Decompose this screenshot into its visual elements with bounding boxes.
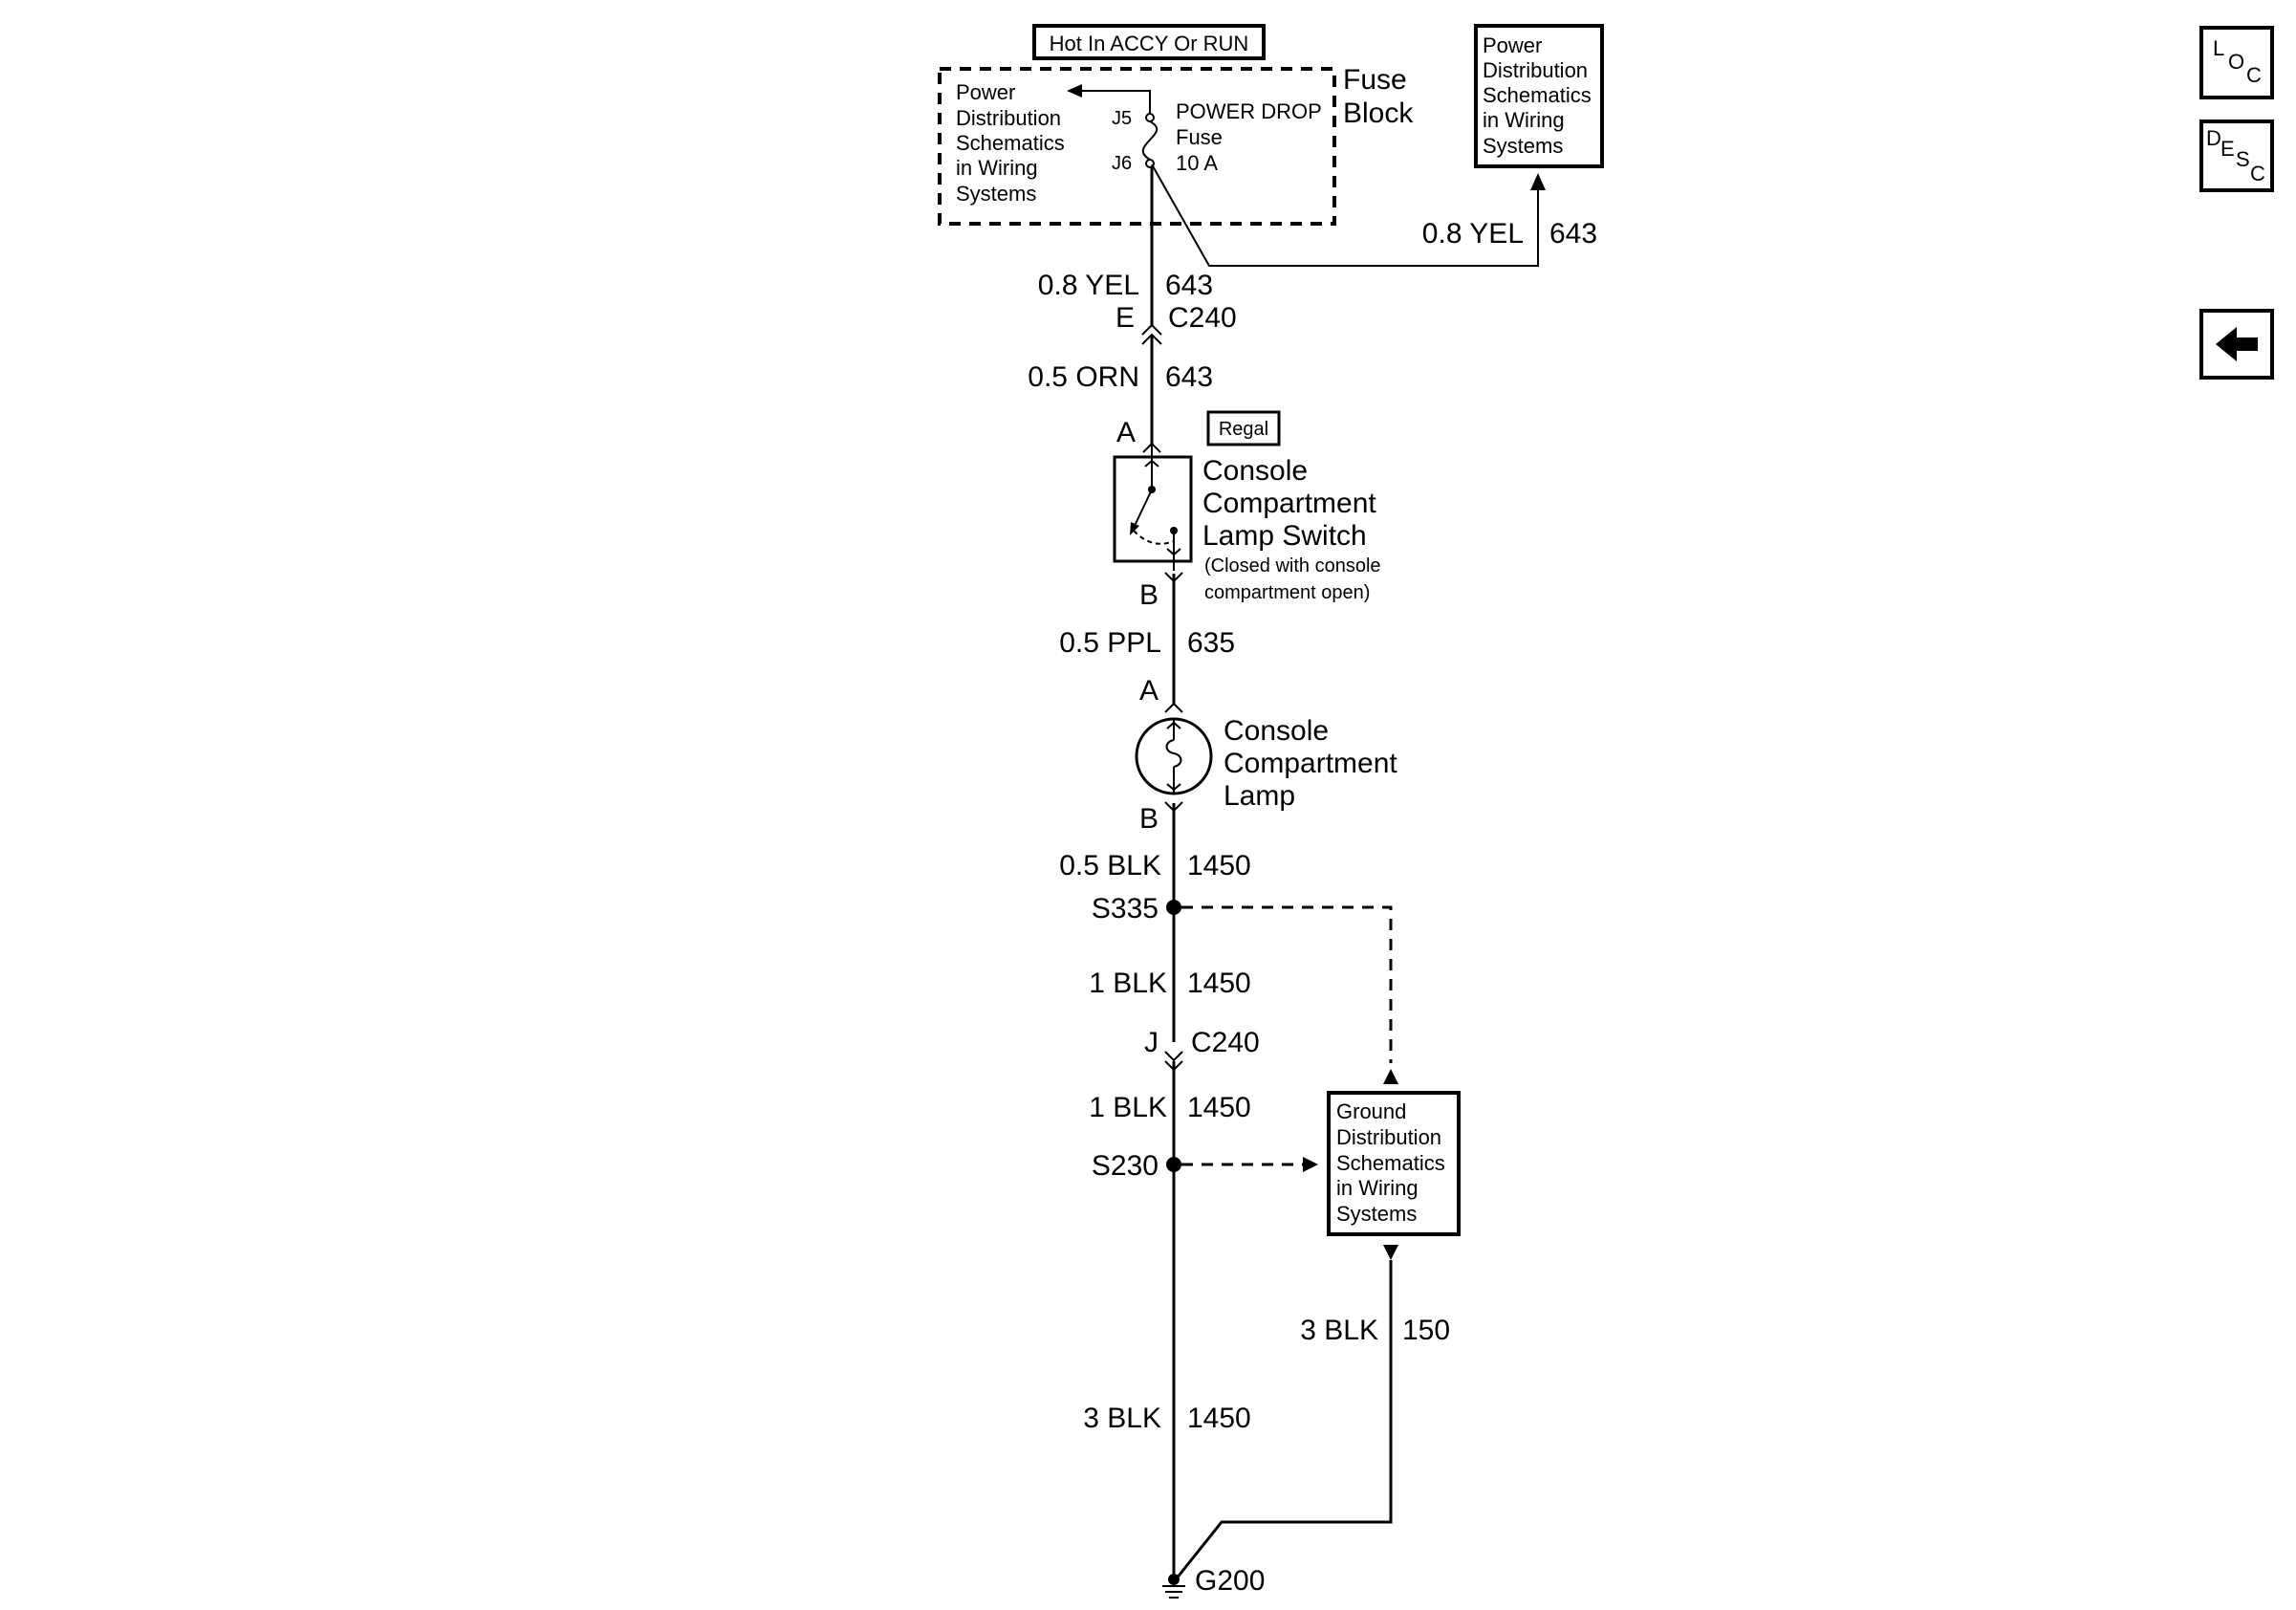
switch-name-line: Compartment <box>1202 488 1376 519</box>
wire-5-size: 1 BLK <box>1089 968 1167 999</box>
arrow-down-icon <box>1383 1245 1398 1260</box>
power-ref-line: Systems <box>1483 134 1563 158</box>
wire-4-size: 0.5 BLK <box>1059 850 1161 881</box>
terminal-j5-label: J5 <box>1112 108 1132 129</box>
power-ref-line: in Wiring <box>1483 108 1565 132</box>
fuse-word: Fuse <box>1176 125 1223 149</box>
loc-letter: O <box>2228 50 2244 74</box>
lamp-name-line: Compartment <box>1224 748 1397 779</box>
wire-1-circuit: 643 <box>1165 270 1213 301</box>
loc-letter: L <box>2213 36 2224 60</box>
splice-2-label: S230 <box>1092 1150 1159 1182</box>
fuse-block-ref-line: Power <box>956 80 1015 104</box>
fuse-name: POWER DROP <box>1176 99 1322 123</box>
fuse-feed-line <box>1082 90 1151 118</box>
lamp-pin-a-connector <box>1164 702 1183 713</box>
wire-1-size: 0.8 YEL <box>1038 270 1139 301</box>
wire-6-size: 1 BLK <box>1089 1092 1167 1123</box>
lamp-pin-a: A <box>1139 675 1159 707</box>
fuse-terminal-j5 <box>1145 113 1155 122</box>
switch-name-line: Console <box>1202 455 1308 487</box>
arrow-up-icon <box>1383 1069 1398 1084</box>
lamp-name-line: Lamp <box>1224 780 1295 812</box>
desc-letter: S <box>2236 147 2250 171</box>
back-button[interactable] <box>2199 309 2274 380</box>
switch-pin-b: B <box>1139 579 1159 611</box>
fuse-rating: 10 A <box>1176 151 1218 175</box>
lamp-pin-b: B <box>1139 803 1159 835</box>
s335-to-ground-ref-dashed <box>1181 905 1393 1063</box>
ground-ref-line: Systems <box>1336 1202 1417 1226</box>
power-ref-line: Power <box>1483 33 1542 57</box>
hot-in-accy-label: Hot In ACCY Or RUN <box>1050 32 1249 55</box>
switch-pin-a: A <box>1116 417 1136 448</box>
lamp-name-line: Console <box>1224 715 1329 747</box>
fuse-block-ref-line: Distribution <box>956 106 1061 130</box>
wire-right-size: 0.8 YEL <box>1422 218 1524 250</box>
arrow-left-icon <box>1067 84 1082 98</box>
terminal-j6-label: J6 <box>1112 153 1132 174</box>
wire-7-circuit: 1450 <box>1187 1403 1251 1434</box>
switch-note-line: (Closed with console <box>1204 555 1381 577</box>
fuse-icon <box>1141 120 1159 161</box>
wire-643-to-power-ref <box>1151 163 1539 267</box>
wire-7-size: 3 BLK <box>1083 1403 1161 1434</box>
connector-2-pin: J <box>1144 1027 1159 1058</box>
desc-letter: C <box>2250 162 2265 185</box>
wire-8-size: 3 BLK <box>1300 1315 1378 1346</box>
fuse-block-ref-line: Systems <box>956 182 1036 206</box>
connector-1-pin: E <box>1116 302 1135 334</box>
wire-5-circuit: 1450 <box>1187 968 1251 999</box>
power-ref-line: Distribution <box>1483 58 1588 82</box>
splice-1-label: S335 <box>1092 893 1159 925</box>
wire-6-circuit: 1450 <box>1187 1092 1251 1123</box>
wire-2-size: 0.5 ORN <box>1028 361 1139 393</box>
fuse-block-ref-line: in Wiring <box>956 156 1038 180</box>
arrow-left-icon <box>2216 327 2258 361</box>
desc-button[interactable]: D E S C <box>2199 120 2274 192</box>
console-compartment-lamp-bulb-icon <box>1135 717 1213 795</box>
ground-ref-line: Distribution <box>1336 1125 1441 1149</box>
wire-3-circuit: 635 <box>1187 627 1235 659</box>
ground-ref-line: Schematics <box>1336 1151 1445 1175</box>
wire-4-circuit: 1450 <box>1187 850 1251 881</box>
power-distribution-ref-box: Power Distribution Schematics in Wiring … <box>1474 24 1604 168</box>
ground-ref-line: in Wiring <box>1336 1176 1419 1200</box>
wire-3-size: 0.5 PPL <box>1059 627 1161 659</box>
power-ref-line: Schematics <box>1483 83 1592 107</box>
desc-letter: D <box>2206 126 2221 150</box>
fuse-block-title-line1: Fuse <box>1343 64 1407 96</box>
switch-name-line: Lamp Switch <box>1202 520 1367 552</box>
ground-distribution-ref-box: Ground Distribution Schematics in Wiring… <box>1327 1091 1461 1236</box>
regal-label: Regal <box>1219 419 1268 440</box>
ground-g200-label: G200 <box>1195 1565 1265 1597</box>
fuse-block-title-line2: Block <box>1343 98 1414 129</box>
arrow-up-icon <box>1530 173 1546 190</box>
ground-ref-line: Ground <box>1336 1099 1406 1123</box>
wire-8-circuit: 150 <box>1402 1315 1450 1346</box>
switch-note-line: compartment open) <box>1204 582 1370 603</box>
fuse-block-ref-line: Schematics <box>956 131 1065 155</box>
loc-button[interactable]: L O C <box>2199 26 2274 99</box>
wire-right-circuit: 643 <box>1549 218 1597 250</box>
loc-letter: C <box>2246 63 2262 87</box>
fuse-block: Fuse Block Power Distribution Schematics… <box>938 64 1414 226</box>
hot-in-accy-label-box: Hot In ACCY Or RUN <box>1032 24 1266 60</box>
wire-2-circuit: 643 <box>1165 361 1213 393</box>
splice-s230 <box>1166 1157 1181 1172</box>
ground-icon <box>1162 1574 1185 1599</box>
regal-label-box: Regal <box>1206 410 1281 446</box>
console-compartment-lamp-switch <box>1113 444 1193 571</box>
splice-s335 <box>1166 900 1181 915</box>
connector-2-name: C240 <box>1191 1027 1260 1058</box>
connector-1-name: C240 <box>1168 302 1237 334</box>
wire-150-blk <box>1174 1260 1393 1580</box>
desc-letter: E <box>2220 137 2235 161</box>
arrow-right-icon <box>1303 1157 1318 1172</box>
